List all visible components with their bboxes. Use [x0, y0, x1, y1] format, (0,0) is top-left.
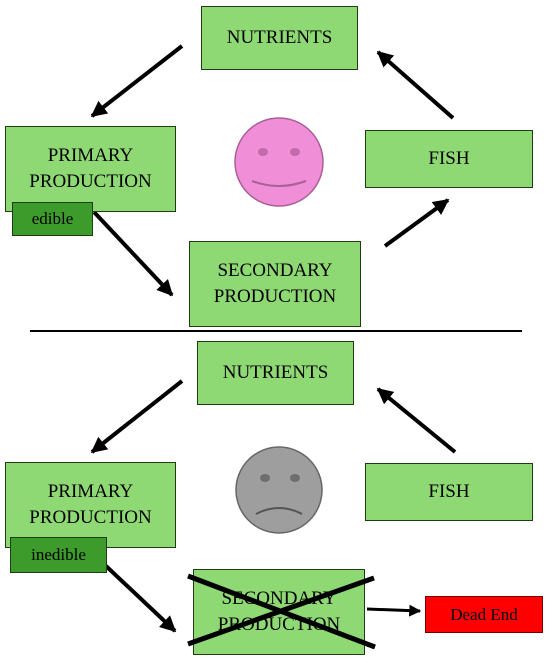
bottom-secondary-production-box: SECONDARY PRODUCTION — [193, 569, 365, 655]
bottom-fish-label: FISH — [428, 481, 470, 502]
sad-mouth — [255, 507, 303, 515]
sad-face-icon — [235, 446, 323, 534]
edible-tag: edible — [12, 202, 93, 236]
top-secondary-production-label: SECONDARY PRODUCTION — [213, 260, 337, 307]
bottom-secondary-production-label: SECONDARY PRODUCTION — [217, 588, 341, 635]
sad-right-eye — [290, 474, 300, 482]
inedible-tag-label: inedible — [31, 545, 86, 564]
smiley-face-circle — [234, 117, 324, 207]
arrow-nutrients-to-primary-bottom — [90, 379, 184, 454]
arrow-secondary-to-fish-top — [383, 198, 450, 248]
edible-tag-label: edible — [31, 209, 74, 228]
smiley-right-eye — [290, 148, 300, 156]
inedible-tag: inedible — [10, 537, 107, 573]
top-fish-box: FISH — [365, 130, 533, 188]
arrow-primary-to-secondary-bottom — [104, 564, 177, 633]
dead-end-box: Dead End — [425, 596, 543, 633]
bottom-primary-production-box: PRIMARY PRODUCTION — [5, 462, 176, 548]
bottom-fish-box: FISH — [365, 463, 533, 521]
top-primary-production-label: PRIMARY PRODUCTION — [29, 145, 152, 192]
arrow-fish-to-nutrients-top — [376, 50, 455, 120]
arrow-secondary-to-dead-end — [366, 604, 422, 617]
top-nutrients-box: NUTRIENTS — [201, 6, 358, 70]
smiley-left-eye — [258, 148, 268, 156]
smiley-mouth — [251, 180, 307, 187]
smiley-face-icon — [234, 117, 324, 207]
bottom-primary-production-label: PRIMARY PRODUCTION — [29, 481, 152, 528]
bottom-nutrients-box: NUTRIENTS — [197, 341, 354, 405]
top-fish-label: FISH — [428, 148, 470, 169]
arrow-primary-to-secondary-top — [92, 210, 174, 297]
arrow-nutrients-to-primary-top — [90, 44, 184, 118]
sad-face-circle — [235, 446, 323, 534]
dead-end-label: Dead End — [450, 604, 518, 624]
sad-left-eye — [260, 474, 270, 482]
top-nutrients-label: NUTRIENTS — [226, 27, 333, 48]
top-primary-production-box: PRIMARY PRODUCTION — [5, 126, 176, 212]
arrow-fish-to-nutrients-bottom — [376, 387, 457, 454]
top-secondary-production-box: SECONDARY PRODUCTION — [189, 241, 361, 327]
bottom-nutrients-label: NUTRIENTS — [222, 362, 329, 383]
